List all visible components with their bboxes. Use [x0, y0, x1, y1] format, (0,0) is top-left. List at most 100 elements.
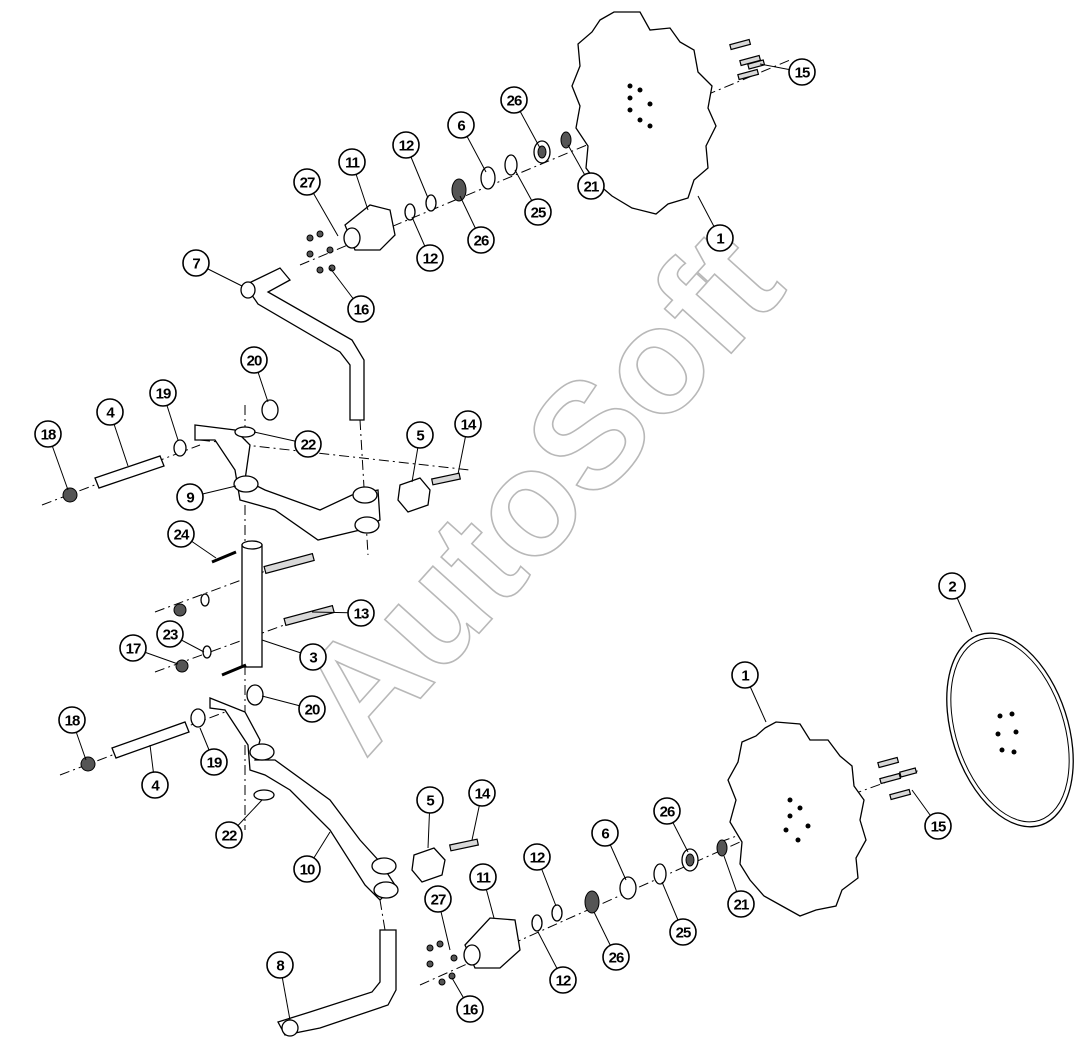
callout-circle [200, 748, 228, 776]
callout-circle [215, 821, 243, 849]
callout-circle [299, 643, 327, 671]
callout-c-1b: 1 [731, 661, 759, 689]
callout-label: 12 [556, 973, 571, 990]
callout-label: 6 [601, 826, 609, 843]
callout-c-8: 8 [266, 951, 294, 979]
callout-c-21b: 21 [727, 890, 755, 918]
callout-label: 3 [309, 650, 317, 667]
callout-circle [424, 885, 452, 913]
callout-c-1a: 1 [706, 224, 734, 252]
callout-label: 26 [507, 93, 522, 110]
callout-circle [524, 198, 552, 226]
callout-c-4b: 4 [141, 771, 169, 799]
callout-c-16b: 16 [456, 995, 484, 1023]
callout-circle [500, 86, 528, 114]
callout-label: 11 [345, 155, 360, 172]
callout-circle [34, 420, 62, 448]
callout-label: 10 [300, 862, 315, 879]
callout-circle [141, 771, 169, 799]
callout-c-2: 2 [938, 572, 966, 600]
callout-circle [240, 346, 268, 374]
callout-label: 5 [426, 793, 434, 810]
callout-label: 8 [276, 958, 284, 975]
callout-circle [788, 58, 816, 86]
watermark: AutoSoft [264, 199, 812, 782]
callout-c-9: 9 [176, 483, 204, 511]
washer-20-lower [246, 684, 264, 706]
callout-circle [149, 379, 177, 407]
callout-label: 27 [431, 892, 446, 909]
callout-circle [469, 863, 497, 891]
callout-circle [468, 779, 496, 807]
callout-circle [182, 249, 210, 277]
callout-circle [447, 111, 475, 139]
callout-label: 22 [301, 437, 316, 454]
callout-label: 15 [931, 819, 946, 836]
callout-circle [653, 797, 681, 825]
callout-label: 12 [399, 138, 414, 155]
callout-circle [416, 786, 444, 814]
callout-label: 23 [163, 627, 178, 644]
callout-circle [293, 168, 321, 196]
callout-label: 27 [300, 175, 315, 192]
pin-upper [62, 439, 187, 503]
callout-circle [406, 421, 434, 449]
callout-label: 25 [531, 205, 546, 222]
callout-c-26a: 26 [500, 86, 528, 114]
callout-circle [591, 819, 619, 847]
callout-label: 24 [174, 527, 190, 544]
callout-label: 6 [457, 118, 465, 135]
callout-label: 18 [65, 713, 80, 730]
callout-circle [266, 951, 294, 979]
callout-label: 15 [795, 65, 810, 82]
callout-c-5a: 5 [406, 421, 434, 449]
arm-7 [240, 267, 365, 421]
callout-c-12c: 12 [523, 843, 551, 871]
callout-circle [669, 918, 697, 946]
callout-c-13: 13 [347, 599, 375, 627]
callout-c-20a: 20 [240, 346, 268, 374]
bolt-14-upper [430, 472, 462, 486]
callout-circle [706, 224, 734, 252]
callout-circle [294, 430, 322, 458]
callout-label: 19 [207, 755, 222, 772]
callout-label: 1 [716, 231, 724, 248]
callout-c-19b: 19 [200, 748, 228, 776]
callout-label: 18 [41, 427, 56, 444]
callout-c-4a: 4 [96, 398, 124, 426]
bolts-lower [877, 756, 918, 801]
washer-22-lower [253, 789, 275, 801]
callout-circle [347, 599, 375, 627]
callout-circle [293, 855, 321, 883]
shaft-3 [173, 540, 335, 677]
bolt-14-lower [448, 838, 480, 852]
callout-c-16a: 16 [347, 295, 375, 323]
callout-circle [167, 520, 195, 548]
callout-c-5b: 5 [416, 786, 444, 814]
callout-label: 19 [156, 386, 171, 403]
callout-circle [731, 661, 759, 689]
callout-circle [338, 148, 366, 176]
arm-10 [209, 697, 399, 901]
callout-c-18a: 18 [34, 420, 62, 448]
callout-c-14a: 14 [454, 410, 482, 438]
callout-label: 16 [463, 1002, 478, 1019]
disc-2 [946, 632, 1074, 828]
callout-c-26d: 26 [602, 943, 630, 971]
callout-label: 12 [530, 850, 545, 867]
callout-c-12b: 12 [416, 244, 444, 272]
callout-c-6a: 6 [447, 111, 475, 139]
disc-lower [727, 721, 867, 917]
callout-c-15b: 15 [924, 812, 952, 840]
callout-circle [602, 943, 630, 971]
arm-9 [194, 424, 381, 541]
callout-label: 22 [222, 828, 237, 845]
callout-label: 26 [609, 950, 624, 967]
callout-circle [176, 483, 204, 511]
callout-c-27a: 27 [293, 168, 321, 196]
callout-label: 4 [151, 778, 160, 795]
callout-label: 13 [354, 606, 369, 623]
callout-c-6b: 6 [591, 819, 619, 847]
washer-22-upper [234, 426, 256, 438]
